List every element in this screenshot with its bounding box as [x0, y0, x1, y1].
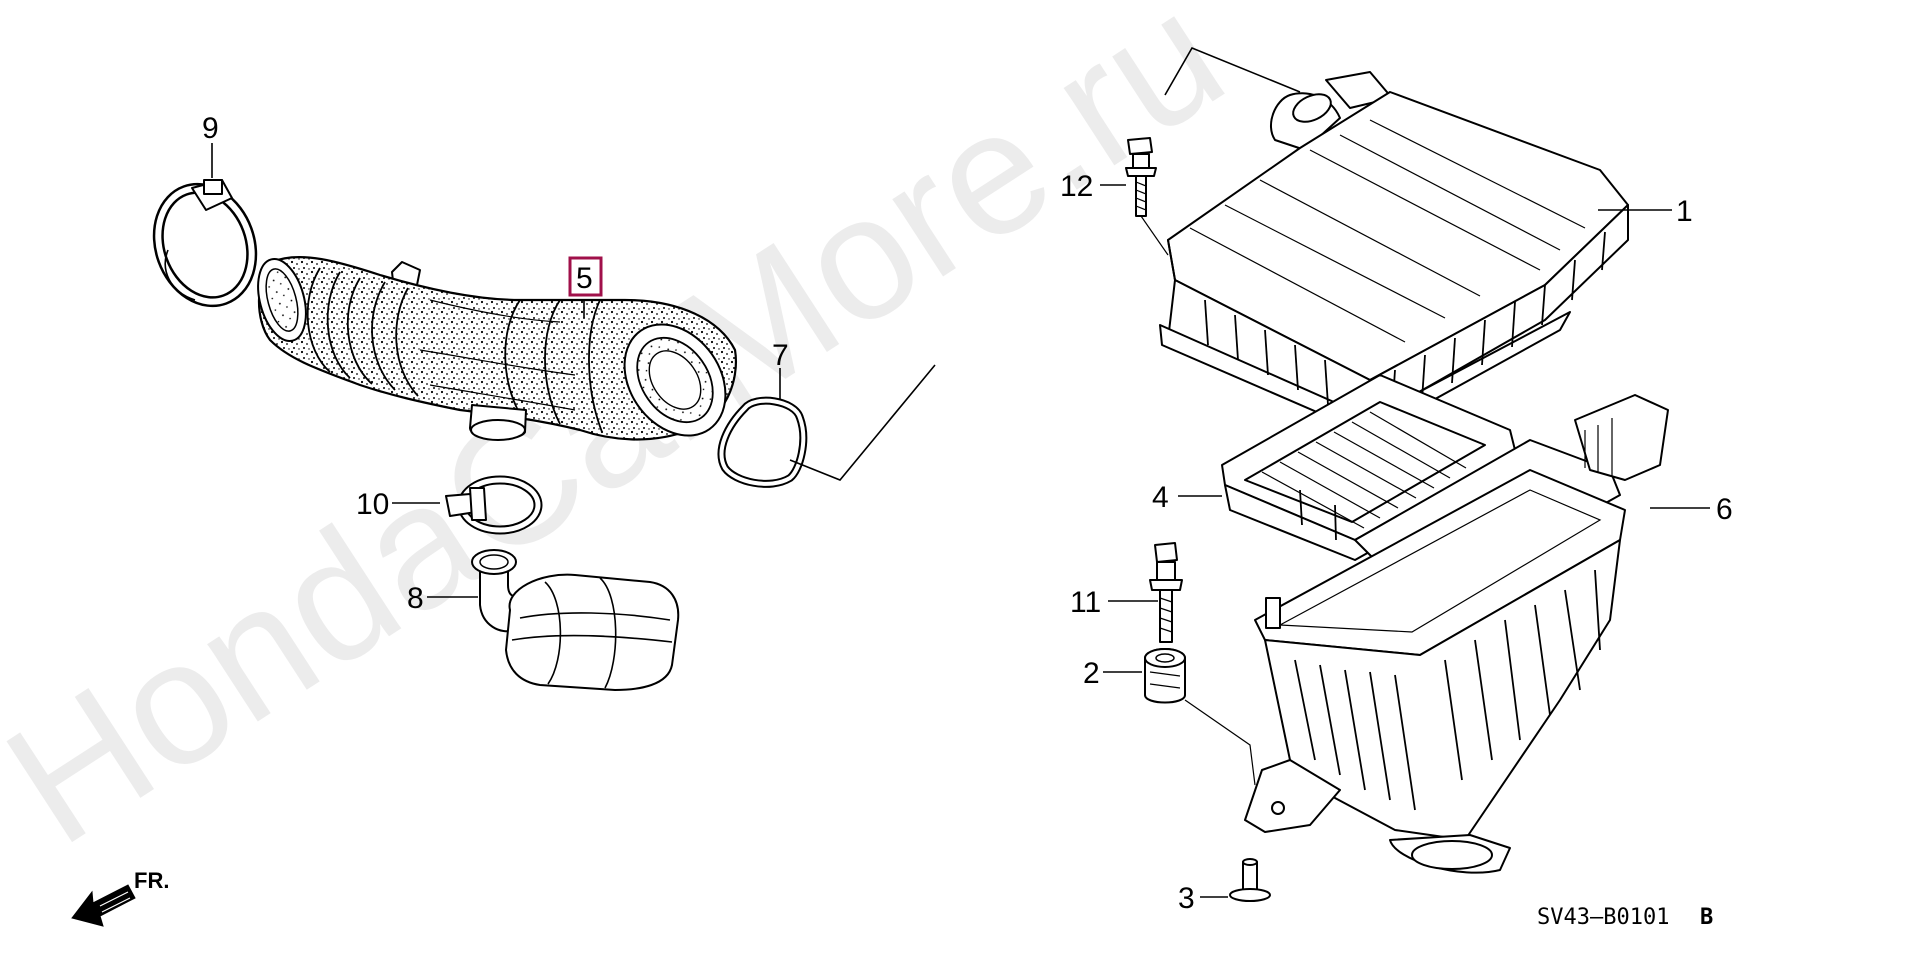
front-label: FR. [134, 868, 169, 893]
part-6-air-cleaner-case[interactable] [1244, 394, 1669, 874]
part-5-intake-tube[interactable] [250, 254, 746, 455]
callout-12[interactable]: 12 [1060, 170, 1093, 203]
callout-11[interactable]: 11 [1070, 586, 1101, 619]
part-11-bolt[interactable] [1149, 542, 1183, 643]
callout-5[interactable]: 5 [576, 262, 593, 295]
watermark: HondaCarMore.ru [0, 0, 1255, 882]
part-10-small-clamp[interactable] [445, 475, 543, 535]
leader-assembly-line-left [789, 364, 936, 481]
callout-leaders [211, 143, 1710, 898]
diagram-code: SV43–B0101 [1537, 905, 1669, 930]
part-2-grommet[interactable] [1144, 648, 1256, 786]
callout-6[interactable]: 6 [1716, 493, 1733, 526]
callout-2[interactable]: 2 [1083, 657, 1100, 690]
part-4-air-filter-element[interactable] [1221, 374, 1516, 561]
callout-1[interactable]: 1 [1676, 195, 1693, 228]
callout-5-highlight-box [568, 256, 603, 297]
part-9-hose-clamp[interactable] [143, 175, 267, 315]
front-arrow-icon [71, 884, 136, 927]
front-direction-indicator: FR. [71, 868, 169, 927]
callout-3[interactable]: 3 [1178, 882, 1195, 915]
part-8-resonator[interactable] [471, 549, 680, 691]
part-3-mounting-pin[interactable] [1229, 858, 1271, 902]
callout-10[interactable]: 10 [356, 488, 389, 521]
leader-assembly-line-top [1164, 46, 1301, 96]
callout-9[interactable]: 9 [202, 112, 219, 145]
callout-7[interactable]: 7 [772, 339, 789, 372]
callout-4[interactable]: 4 [1152, 481, 1169, 514]
part-12-bolt[interactable] [1125, 137, 1169, 256]
diagram-revision: B [1700, 905, 1713, 930]
callout-8[interactable]: 8 [407, 582, 424, 615]
part-7-seal-ring[interactable] [717, 396, 808, 488]
part-1-air-cleaner-cover[interactable] [1159, 71, 1629, 436]
